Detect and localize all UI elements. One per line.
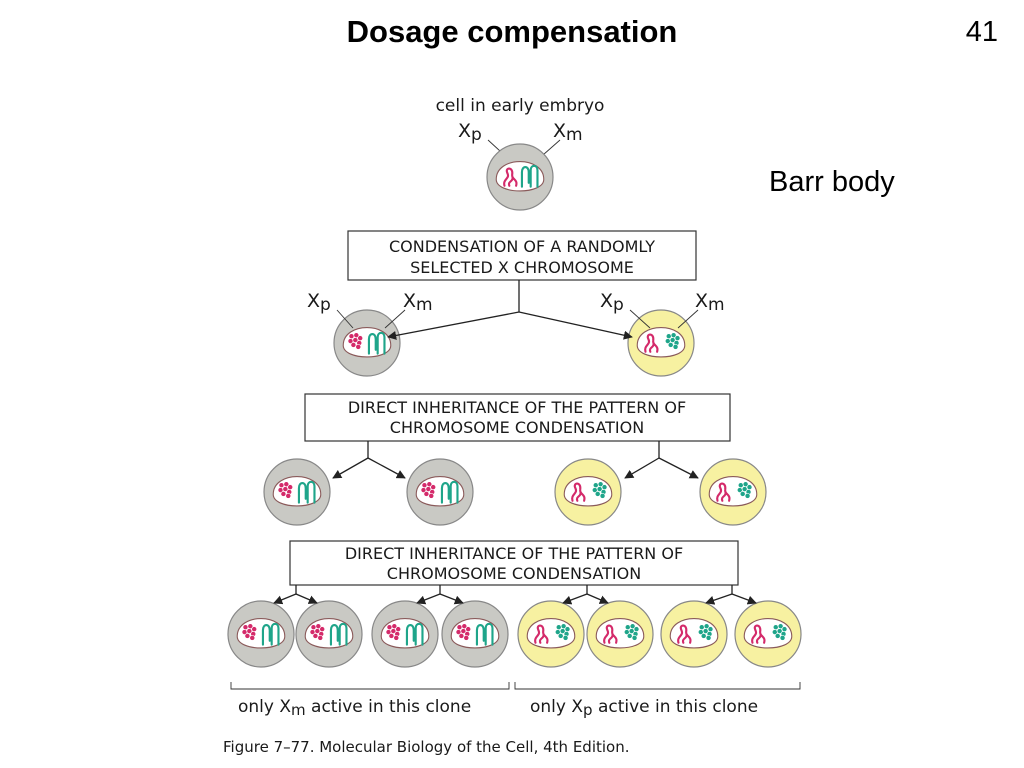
right-clone-label: only Xp active in this clone — [530, 697, 758, 719]
condensation-box: CONDENSATION OF A RANDOMLY SELECTED X CH… — [347, 230, 697, 281]
cell-xm-active-gen1 — [333, 309, 401, 377]
right-cell-xm-label: Xm — [695, 290, 725, 315]
cell-xp-active-gen1 — [627, 309, 695, 377]
slide-number: 41 — [965, 16, 998, 48]
cell-xm-active-gen3-1 — [227, 600, 295, 668]
left-clone-bracket — [230, 682, 510, 690]
svg-text:Xm: Xm — [553, 120, 583, 145]
early-cell-xp-label: Xp — [458, 120, 482, 145]
inheritance-box-1: DIRECT INHERITANCE OF THE PATTERN OF CHR… — [304, 393, 731, 442]
inheritance-box-2: DIRECT INHERITANCE OF THE PATTERN OF CHR… — [289, 540, 739, 586]
cell-xm-active-gen2-2 — [406, 458, 474, 526]
svg-text:only Xm active in this clone: only Xm active in this clone — [238, 697, 471, 719]
slide-title: Dosage compensation — [346, 14, 678, 49]
right-clone-bracket — [514, 682, 801, 690]
svg-text:SELECTED X CHROMOSOME: SELECTED X CHROMOSOME — [410, 258, 634, 277]
cell-xp-active-gen3-3 — [660, 600, 728, 668]
svg-text:Xp: Xp — [307, 290, 331, 315]
cell-xm-active-gen3-4 — [441, 600, 509, 668]
barr-body-label: Barr body — [769, 166, 895, 198]
cell-xp-active-gen2-2 — [699, 458, 767, 526]
cell-xm-active-gen3-3 — [371, 600, 439, 668]
figure-caption: Figure 7–77. Molecular Biology of the Ce… — [223, 738, 630, 756]
svg-text:CONDENSATION OF A RANDOMLY: CONDENSATION OF A RANDOMLY — [389, 237, 655, 256]
early-embryo-cell — [486, 143, 554, 211]
left-clone-label: only Xm active in this clone — [238, 697, 471, 719]
svg-text:Xp: Xp — [600, 290, 624, 315]
early-cell-xm-label: Xm — [553, 120, 583, 145]
svg-text:CHROMOSOME CONDENSATION: CHROMOSOME CONDENSATION — [387, 564, 641, 583]
cell-xp-active-gen2-1 — [554, 458, 622, 526]
cell-group — [227, 143, 802, 668]
cell-xm-active-gen3-2 — [295, 600, 363, 668]
cell-xm-active-gen2-1 — [263, 458, 331, 526]
svg-text:Xm: Xm — [695, 290, 725, 315]
cell-xp-active-gen3-1 — [517, 600, 585, 668]
svg-text:Xp: Xp — [458, 120, 482, 145]
left-cell-xm-label: Xm — [403, 290, 433, 315]
right-cell-xp-label: Xp — [600, 290, 624, 315]
early-embryo-label: cell in early embryo — [436, 96, 605, 116]
svg-text:DIRECT INHERITANCE OF THE PATT: DIRECT INHERITANCE OF THE PATTERN OF — [348, 398, 686, 417]
svg-text:DIRECT INHERITANCE OF THE PATT: DIRECT INHERITANCE OF THE PATTERN OF — [345, 544, 683, 563]
svg-text:CHROMOSOME CONDENSATION: CHROMOSOME CONDENSATION — [390, 418, 644, 437]
bottom-fork-arrows — [273, 585, 757, 605]
cell-xp-active-gen3-2 — [586, 600, 654, 668]
cell-xp-active-gen3-4 — [734, 600, 802, 668]
svg-text:Xm: Xm — [403, 290, 433, 315]
left-cell-xp-label: Xp — [307, 290, 331, 315]
svg-text:only Xp active in this clone: only Xp active in this clone — [530, 697, 758, 719]
